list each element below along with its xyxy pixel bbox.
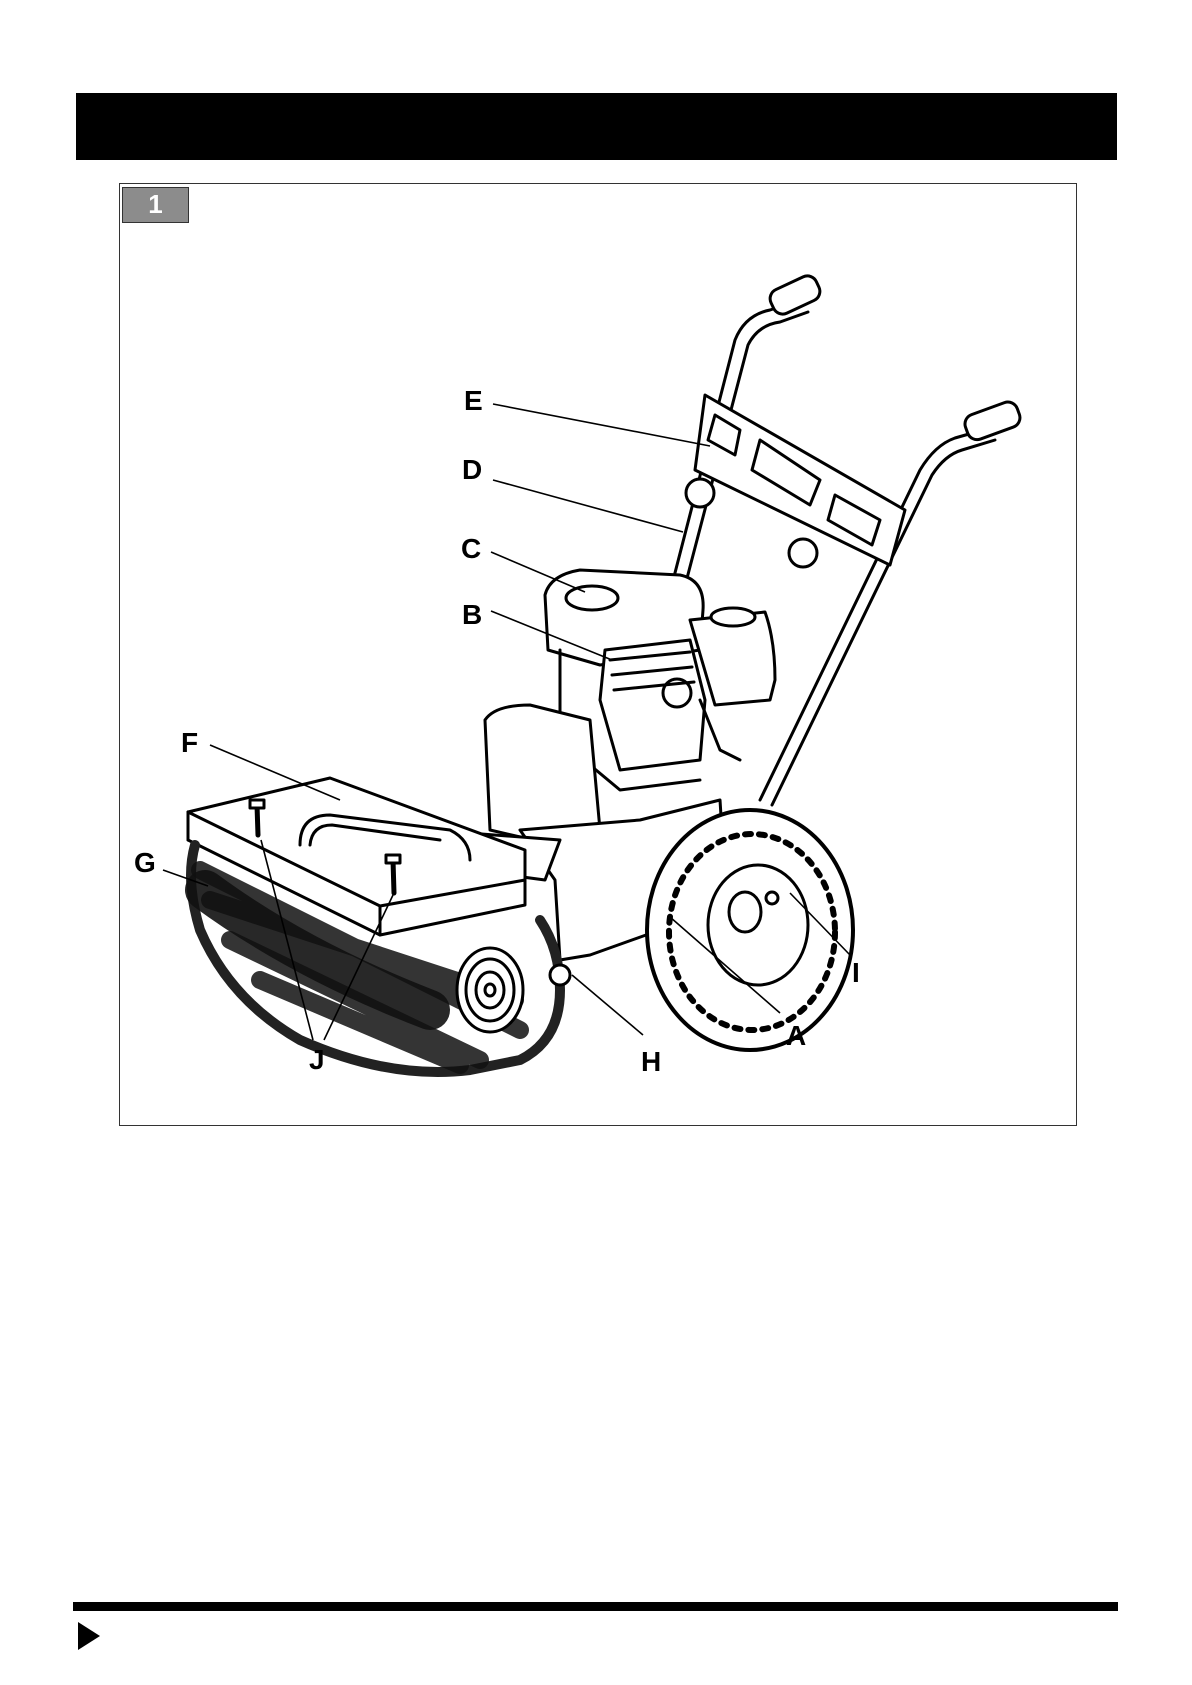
callout-B: B bbox=[462, 599, 482, 630]
callout-J: J bbox=[309, 1044, 325, 1075]
wheel bbox=[647, 810, 853, 1050]
callout-C: C bbox=[461, 533, 481, 564]
callout-F: F bbox=[181, 727, 198, 758]
handlebar bbox=[668, 273, 1023, 805]
callout-A: A bbox=[786, 1020, 806, 1051]
callout-H: H bbox=[641, 1046, 661, 1077]
callout-G: G bbox=[134, 847, 156, 878]
callout-D: D bbox=[462, 454, 482, 485]
callout-E: E bbox=[464, 385, 483, 416]
footer-bar bbox=[73, 1602, 1118, 1611]
callout-I: I bbox=[852, 957, 860, 988]
next-page-arrow-icon bbox=[78, 1622, 100, 1650]
